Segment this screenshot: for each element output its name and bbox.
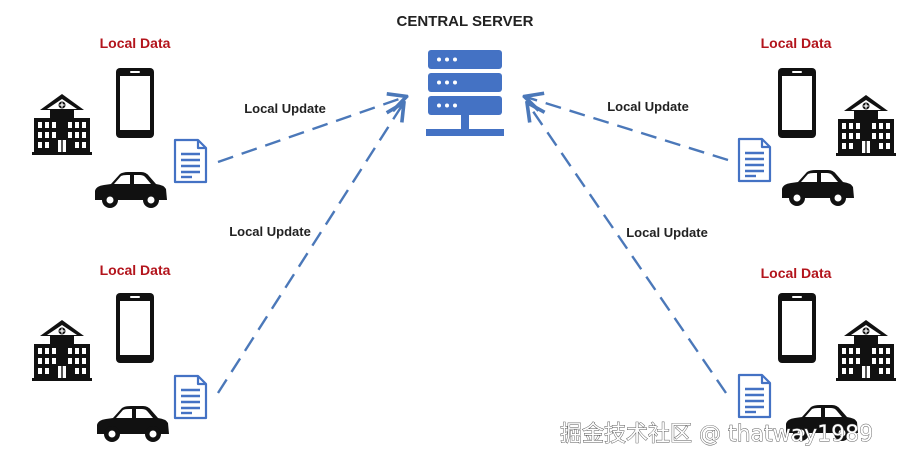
arrow-bottom-right — [528, 104, 727, 394]
hospital-icon — [835, 319, 897, 382]
local-update-label-top-left: Local Update — [244, 101, 326, 116]
hospital-icon — [31, 319, 93, 382]
local-update-label-bottom-right: Local Update — [626, 225, 708, 240]
client-top-left: Local Data — [31, 35, 208, 208]
central-server: CENTRAL SERVER — [397, 13, 534, 136]
watermark-text: 掘金技术社区 @ thatway1989 — [560, 422, 873, 447]
local-data-label-bottom-right: Local Data — [761, 265, 832, 281]
arrow-top-left — [217, 97, 405, 164]
phone-icon — [116, 293, 154, 363]
hospital-icon — [31, 93, 93, 156]
document-icon — [737, 373, 772, 419]
arrow-bottom-left — [216, 104, 403, 394]
car-icon — [782, 170, 854, 206]
central-server-title: CENTRAL SERVER — [397, 13, 534, 30]
arrow-top-right — [526, 97, 729, 162]
local-data-label-top-left: Local Data — [100, 35, 171, 51]
phone-icon — [778, 293, 816, 363]
client-bottom-left: Local Data — [31, 262, 208, 442]
document-icon — [737, 137, 772, 183]
car-icon — [95, 172, 167, 208]
car-icon — [97, 406, 169, 442]
phone-icon — [116, 68, 154, 138]
local-update-label-top-right: Local Update — [607, 99, 689, 114]
document-icon — [173, 374, 208, 420]
document-icon — [173, 138, 208, 184]
local-data-label-top-right: Local Data — [761, 35, 832, 51]
hospital-icon — [835, 94, 897, 157]
local-data-label-bottom-left: Local Data — [100, 262, 171, 278]
server-icon — [426, 50, 504, 136]
update-arrows — [216, 97, 729, 394]
client-bottom-right: Local Data — [737, 265, 897, 441]
phone-icon — [778, 68, 816, 138]
client-top-right: Local Data — [737, 35, 897, 206]
local-update-label-bottom-left: Local Update — [229, 224, 311, 239]
